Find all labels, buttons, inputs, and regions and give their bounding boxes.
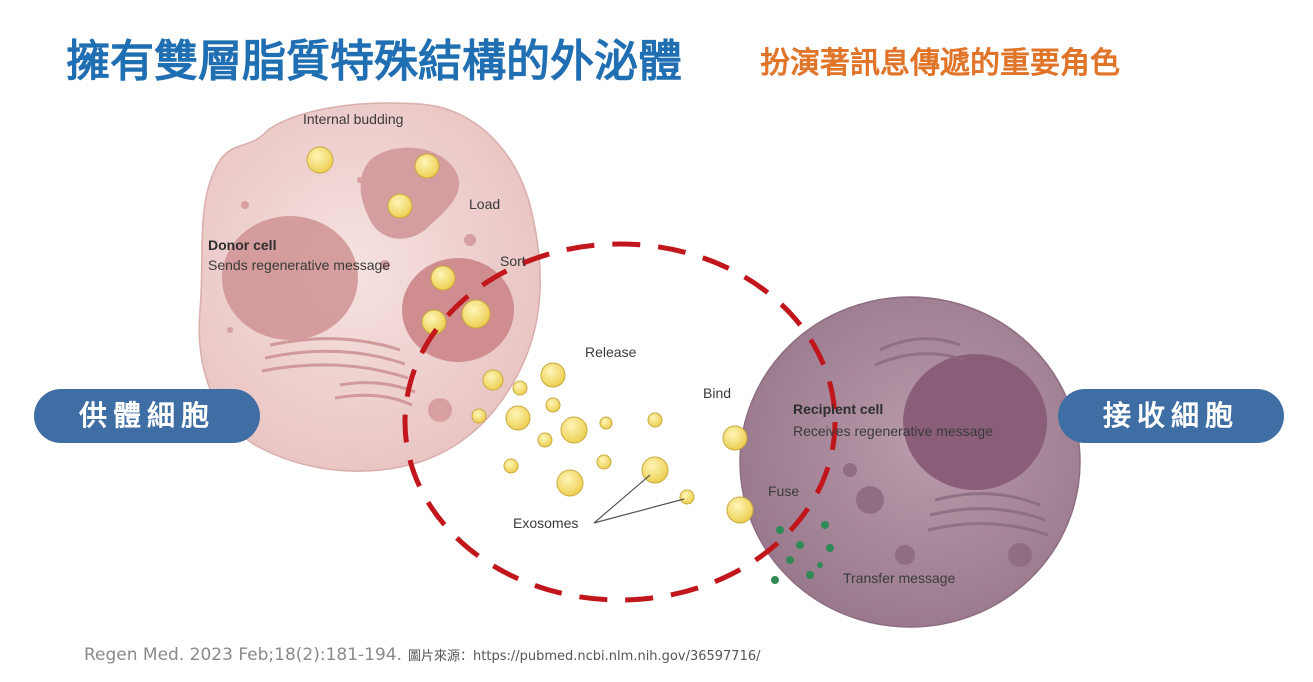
exosome-group <box>306 146 754 524</box>
page-title: 擁有雙層脂質特殊結構的外泌體 <box>66 36 682 87</box>
label-transfer-message: Transfer message <box>843 570 956 586</box>
exosome <box>545 397 561 413</box>
citation-reference: Regen Med. 2023 Feb;18(2):181-194. <box>84 645 403 665</box>
label-sort: Sort <box>500 253 526 269</box>
exosome <box>599 416 613 430</box>
transfer-dashed-circle <box>402 241 838 603</box>
exosomes-pointer-lines <box>593 474 685 524</box>
exosome <box>306 146 334 174</box>
exosome <box>430 265 456 291</box>
exosome <box>512 380 528 396</box>
label-fuse: Fuse <box>768 483 799 499</box>
exosome <box>596 454 612 470</box>
message-fragments <box>771 521 834 584</box>
label-donor-cell: Donor cell <box>208 237 276 253</box>
exosome <box>679 489 695 505</box>
page-subtitle: 扮演著訊息傳遞的重要角色 <box>760 46 1120 81</box>
donor-cell-pill: 供體細胞 <box>34 389 260 443</box>
exosome <box>556 469 584 497</box>
label-recipient-desc: Receives regenerative message <box>793 423 993 439</box>
exosome <box>726 496 754 524</box>
recipient-nucleus <box>903 354 1047 490</box>
exosome <box>722 425 748 451</box>
label-exosomes: Exosomes <box>513 515 578 531</box>
donor-nucleus <box>222 216 358 340</box>
exosome <box>387 193 413 219</box>
label-bind: Bind <box>703 385 731 401</box>
exosome <box>471 408 487 424</box>
label-release: Release <box>585 344 637 360</box>
recipient-cell-pill: 接收細胞 <box>1058 389 1284 443</box>
exosome <box>503 458 519 474</box>
exosome <box>482 369 504 391</box>
exosome <box>505 405 531 431</box>
label-recipient-cell: Recipient cell <box>793 401 883 417</box>
citation: Regen Med. 2023 Feb;18(2):181-194. 圖片來源：h… <box>84 645 761 665</box>
citation-source: 圖片來源：https://pubmed.ncbi.nlm.nih.gov/365… <box>408 649 761 664</box>
label-donor-desc: Sends regenerative message <box>208 257 390 273</box>
label-load: Load <box>469 196 500 212</box>
exosome <box>414 153 440 179</box>
exosome <box>560 416 588 444</box>
recipient-cell <box>739 296 1081 628</box>
label-internal-budding: Internal budding <box>303 111 403 127</box>
recipient-golgi <box>874 337 1049 537</box>
exosome <box>537 432 553 448</box>
exosome <box>540 362 566 388</box>
exosome <box>461 299 491 329</box>
exosome <box>647 412 663 428</box>
